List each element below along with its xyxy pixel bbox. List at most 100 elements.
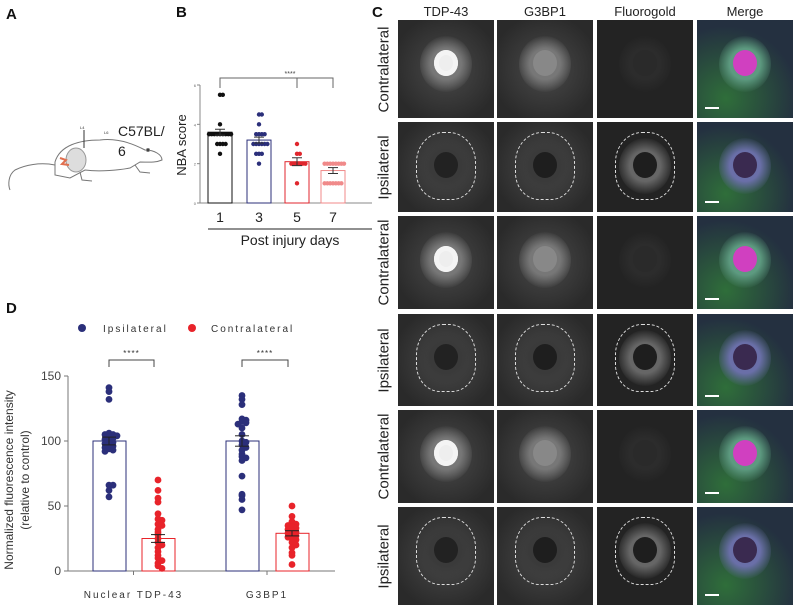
chart-b-xlabel: Post injury days <box>241 232 340 248</box>
y-tick-label: 0 <box>54 564 61 578</box>
significance-label: **** <box>257 349 273 358</box>
column-header-fluorogold: Fluorogold <box>614 4 676 19</box>
data-point <box>288 552 296 559</box>
nucleus <box>434 246 458 272</box>
micrograph-g3bp1-contralateral <box>497 410 593 503</box>
data-point <box>238 457 246 464</box>
nucleus <box>533 246 557 272</box>
nucleus <box>434 440 458 466</box>
micrograph-merge-contralateral <box>697 216 793 309</box>
cell-outline <box>615 517 675 585</box>
scale-bar <box>705 395 719 397</box>
cell-outline <box>416 132 476 200</box>
nucleus <box>733 344 757 370</box>
x-tick-label: 5 <box>293 209 301 225</box>
data-point <box>341 161 347 166</box>
data-point <box>154 510 162 518</box>
y-tick-label: 2 <box>194 162 197 167</box>
nucleus <box>733 440 757 466</box>
significance-bracket <box>241 359 289 367</box>
cell-outline <box>615 324 675 392</box>
data-point <box>154 487 162 494</box>
data-point <box>238 506 246 514</box>
micrograph-g3bp1-ipsilateral <box>497 122 593 212</box>
data-point <box>297 151 302 157</box>
data-point <box>242 419 250 427</box>
micrograph-fluorogold-contralateral <box>597 20 693 118</box>
x-tick-label: 3 <box>255 209 263 225</box>
cell-outline <box>515 517 575 585</box>
panel-label-a: A <box>6 6 17 23</box>
bar-ipsilateral <box>92 440 127 572</box>
nucleus <box>733 537 757 563</box>
cell-outline <box>515 324 575 392</box>
row-label-contralateral: Contralateral <box>372 410 396 503</box>
row-label-text: Ipsilateral <box>375 523 393 589</box>
data-point <box>294 181 300 186</box>
data-point <box>288 544 296 551</box>
data-point <box>238 472 246 480</box>
micrograph-merge-ipsilateral <box>697 314 793 406</box>
data-point <box>238 401 246 408</box>
y-tick-label: 6 <box>194 83 197 88</box>
data-point <box>109 446 117 454</box>
cell-outline <box>615 132 675 200</box>
significance-label: **** <box>285 71 296 78</box>
x-tick-label: Nuclear TDP-43 <box>84 590 184 601</box>
data-point <box>251 141 256 147</box>
row-label-contralateral: Contralateral <box>372 216 396 309</box>
nucleus <box>533 50 557 76</box>
micrograph-g3bp1-contralateral <box>497 20 593 118</box>
panel-label-d: D <box>6 300 17 317</box>
data-point <box>154 476 162 484</box>
nucleus <box>733 246 757 272</box>
data-point <box>254 131 259 137</box>
y-tick-label: 4 <box>194 122 197 127</box>
micrograph-g3bp1-contralateral <box>497 216 593 309</box>
micrograph-merge-ipsilateral <box>697 122 793 212</box>
data-point <box>254 151 259 157</box>
column-header-merge: Merge <box>726 4 764 19</box>
micrograph-tdp-43-ipsilateral <box>398 507 494 605</box>
row-label-text: Contralateral <box>375 26 393 112</box>
row-label-text: Contralateral <box>375 413 393 500</box>
panel-label-b: B <box>176 4 187 21</box>
row-label-contralateral: Contralateral <box>372 20 396 118</box>
data-point <box>265 141 270 147</box>
nucleus <box>733 50 757 76</box>
bar-day-3 <box>246 139 272 204</box>
scale-bar <box>705 107 719 109</box>
data-point <box>217 122 223 127</box>
bar-day-7 <box>320 170 346 204</box>
row-label-text: Ipsilateral <box>375 327 393 393</box>
strain-label-line1: C57BL/ <box>118 123 165 139</box>
x-tick-label: 7 <box>329 209 337 225</box>
x-tick-label: 1 <box>216 209 224 225</box>
micrograph-fluorogold-ipsilateral <box>597 122 693 212</box>
data-point <box>158 565 166 572</box>
chart-b-ylabel: NBA score <box>174 114 189 175</box>
x-tick-label: G3BP1 <box>246 590 288 601</box>
micrograph-g3bp1-ipsilateral <box>497 314 593 406</box>
data-point <box>303 161 308 166</box>
scale-bar <box>705 492 719 494</box>
data-point <box>238 396 246 403</box>
scale-bar <box>705 594 719 596</box>
data-point <box>288 513 296 520</box>
micrograph-fluorogold-ipsilateral <box>597 507 693 605</box>
row-label-text: Contralateral <box>375 219 393 306</box>
legend-marker-ipsilateral <box>78 324 86 332</box>
data-point <box>215 141 220 147</box>
y-tick-label: 50 <box>48 499 62 513</box>
data-point <box>238 496 246 503</box>
column-header-tdp-43: TDP-43 <box>423 4 469 19</box>
nucleus <box>434 50 458 76</box>
data-point <box>339 181 344 186</box>
data-point <box>256 161 262 166</box>
y-tick-label: 0 <box>194 201 197 206</box>
micrograph-fluorogold-contralateral <box>597 410 693 503</box>
marker-l6: L6 <box>104 130 109 135</box>
data-point <box>259 151 264 157</box>
